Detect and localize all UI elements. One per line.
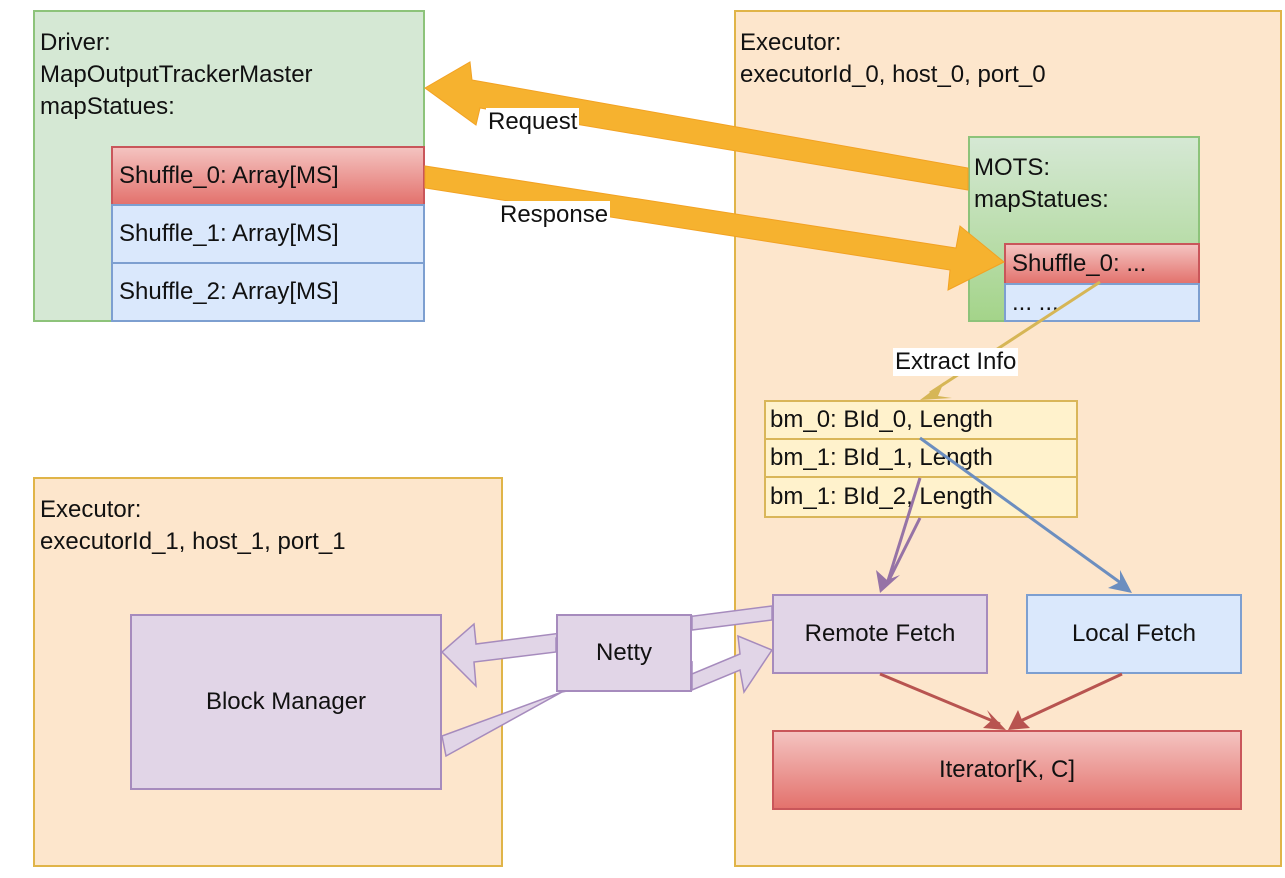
driver-shuffle-row[interactable]: Shuffle_2: Array[MS] bbox=[111, 262, 425, 322]
block-manager-box[interactable]: Block Manager bbox=[130, 614, 442, 790]
executor-0-title-line: Executor: bbox=[740, 29, 842, 56]
extract-info-label: Extract Info bbox=[893, 348, 1019, 376]
remote-fetch-arrowhead bbox=[876, 570, 900, 593]
bid1-to-remote-edge[interactable] bbox=[885, 477, 922, 585]
netty-box[interactable]: Netty bbox=[556, 614, 692, 692]
netty-to-block-manager-arrow[interactable] bbox=[440, 605, 773, 688]
driver-title-line: MapOutputTrackerMaster bbox=[40, 61, 313, 88]
iterator-box[interactable]: Iterator[K, C] bbox=[772, 730, 1242, 810]
executor-0-title: Executor: executorId_0, host_0, port_0 bbox=[740, 27, 1046, 91]
block-info-row[interactable]: bm_1: BId_1, Length bbox=[764, 438, 1078, 478]
request-arrow[interactable] bbox=[424, 61, 969, 191]
extract-info-arrowhead bbox=[920, 382, 952, 400]
bid2-to-remote-edge[interactable] bbox=[885, 517, 922, 585]
mots-title-line: MOTS: bbox=[974, 154, 1050, 181]
remote-fetch-box[interactable]: Remote Fetch bbox=[772, 594, 988, 674]
local-iterator-arrowhead bbox=[1008, 710, 1030, 730]
executor-0-title-line: executorId_0, host_0, port_0 bbox=[740, 61, 1046, 88]
response-label: Response bbox=[498, 201, 611, 229]
local-fetch-arrowhead bbox=[1108, 570, 1132, 593]
extract-info-edge[interactable] bbox=[929, 280, 1101, 395]
remote-iterator-arrowhead bbox=[983, 710, 1006, 730]
executor-1-title-line: Executor: bbox=[40, 496, 142, 523]
driver-title-line: mapStatues: bbox=[40, 93, 175, 120]
remote-to-iterator-edge[interactable] bbox=[879, 672, 1001, 726]
local-to-iterator-edge[interactable] bbox=[1013, 672, 1123, 726]
driver-title: Driver: MapOutputTrackerMaster mapStatue… bbox=[40, 27, 313, 123]
driver-title-line: Driver: bbox=[40, 29, 111, 56]
request-label: Request bbox=[486, 108, 580, 136]
executor-1-title-line: executorId_1, host_1, port_1 bbox=[40, 528, 346, 555]
bid0-to-local-edge[interactable] bbox=[919, 436, 1126, 588]
mots-more-row[interactable]: ... ... bbox=[1004, 283, 1200, 322]
driver-shuffle-row[interactable]: Shuffle_0: Array[MS] bbox=[111, 146, 425, 206]
executor-1-title: Executor: executorId_1, host_1, port_1 bbox=[40, 494, 346, 558]
mots-title: MOTS: mapStatues: bbox=[974, 152, 1109, 216]
local-fetch-box[interactable]: Local Fetch bbox=[1026, 594, 1242, 674]
block-info-row[interactable]: bm_1: BId_2, Length bbox=[764, 476, 1078, 518]
mots-title-line: mapStatues: bbox=[974, 186, 1109, 213]
